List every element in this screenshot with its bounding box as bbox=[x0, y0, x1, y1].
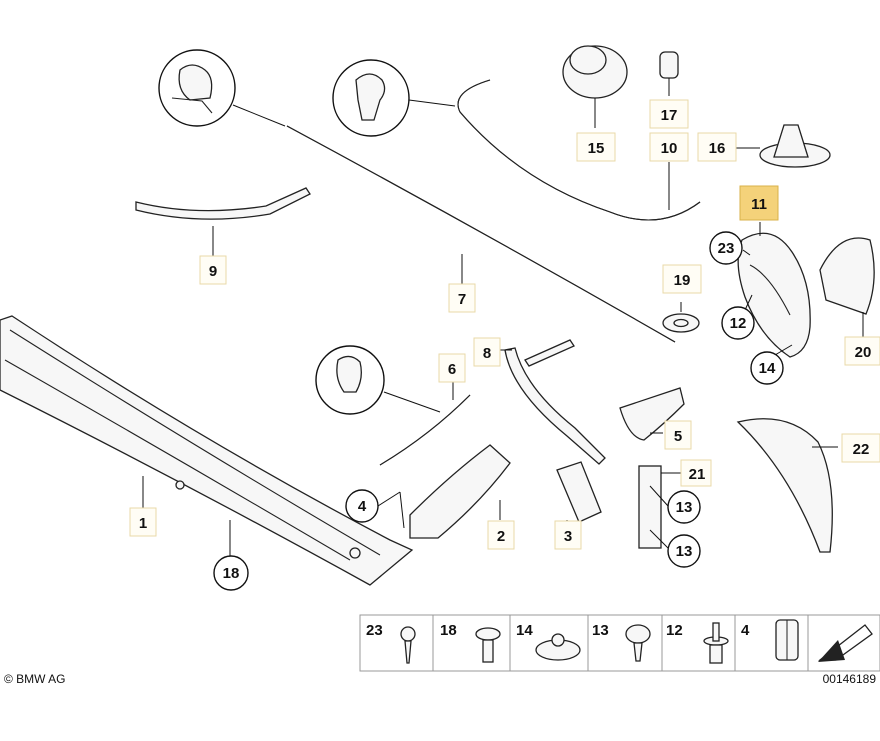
svg-text:20: 20 bbox=[855, 344, 872, 361]
svg-text:23: 23 bbox=[366, 622, 383, 639]
callout-2[interactable]: 2 bbox=[487, 520, 515, 550]
svg-text:21: 21 bbox=[689, 466, 706, 483]
svg-text:18: 18 bbox=[440, 622, 457, 639]
part-9 bbox=[135, 187, 311, 220]
callout-1[interactable]: 1 bbox=[129, 507, 157, 537]
svg-text:8: 8 bbox=[483, 345, 491, 362]
svg-text:19: 19 bbox=[674, 272, 691, 289]
svg-text:13: 13 bbox=[592, 622, 609, 639]
plate-21 bbox=[638, 465, 682, 549]
svg-text:14: 14 bbox=[759, 360, 776, 377]
svg-text:4: 4 bbox=[741, 622, 750, 639]
svg-text:7: 7 bbox=[458, 291, 466, 308]
svg-text:23: 23 bbox=[718, 240, 735, 257]
fastener-18[interactable]: 18 bbox=[440, 622, 501, 663]
callout-6[interactable]: 6 bbox=[438, 353, 466, 383]
svg-text:22: 22 bbox=[853, 441, 870, 458]
callout-22[interactable]: 22 bbox=[841, 433, 880, 463]
svg-text:2: 2 bbox=[497, 528, 505, 545]
callout-13-lower[interactable]: 13 bbox=[667, 534, 701, 568]
svg-text:3: 3 bbox=[564, 528, 572, 545]
part-3 bbox=[556, 461, 602, 525]
seal-strip-7-inner bbox=[286, 125, 676, 343]
fastener-12[interactable]: 12 bbox=[666, 622, 729, 664]
part-22 bbox=[736, 418, 838, 553]
part-8 bbox=[500, 339, 606, 465]
svg-text:4: 4 bbox=[358, 498, 367, 515]
part-2 bbox=[409, 444, 511, 539]
bracket-11 bbox=[737, 222, 811, 358]
svg-text:12: 12 bbox=[730, 315, 747, 332]
svg-text:16: 16 bbox=[709, 140, 726, 157]
svg-text:13: 13 bbox=[676, 543, 693, 560]
callout-4[interactable]: 4 bbox=[345, 489, 379, 523]
seal-6 bbox=[379, 394, 471, 466]
callout-11[interactable]: 11 bbox=[739, 185, 779, 221]
callout-5[interactable]: 5 bbox=[664, 420, 692, 450]
arrow-icon bbox=[818, 624, 873, 662]
cowl-panel-1 bbox=[0, 315, 414, 586]
svg-text:5: 5 bbox=[674, 428, 682, 445]
svg-text:15: 15 bbox=[588, 140, 605, 157]
seal-strip-7 bbox=[286, 125, 676, 343]
svg-text:12: 12 bbox=[666, 622, 683, 639]
fastener-4[interactable]: 4 bbox=[741, 619, 799, 661]
seal-detail-magnifier-6 bbox=[315, 345, 441, 415]
svg-text:6: 6 bbox=[448, 361, 456, 378]
svg-text:18: 18 bbox=[223, 565, 240, 582]
svg-text:11: 11 bbox=[751, 196, 767, 213]
cap-17 bbox=[659, 51, 679, 96]
diagram-number: 00146189 bbox=[823, 672, 877, 686]
callout-21[interactable]: 21 bbox=[680, 459, 712, 487]
grommet-15 bbox=[562, 45, 628, 128]
callout-17[interactable]: 17 bbox=[649, 99, 689, 129]
callout-3[interactable]: 3 bbox=[554, 520, 582, 550]
callout-9[interactable]: 9 bbox=[199, 255, 227, 285]
callout-15[interactable]: 15 bbox=[576, 132, 616, 162]
part-16 bbox=[735, 124, 831, 168]
callout-12[interactable]: 12 bbox=[721, 306, 755, 340]
callout-7[interactable]: 7 bbox=[448, 283, 476, 313]
callout-20[interactable]: 20 bbox=[844, 336, 880, 366]
callout-8[interactable]: 8 bbox=[473, 337, 501, 367]
callout-19[interactable]: 19 bbox=[662, 264, 702, 294]
seal-detail-magnifier-right bbox=[332, 59, 456, 137]
svg-text:10: 10 bbox=[661, 140, 678, 157]
svg-text:14: 14 bbox=[516, 622, 533, 639]
fastener-strip: 23 18 14 13 12 4 bbox=[359, 614, 880, 672]
svg-text:17: 17 bbox=[661, 107, 678, 124]
callout-13-upper[interactable]: 13 bbox=[667, 490, 701, 524]
callout-18[interactable]: 18 bbox=[213, 555, 249, 591]
callout-23[interactable]: 23 bbox=[709, 231, 743, 265]
part-20 bbox=[819, 237, 875, 338]
callout-16[interactable]: 16 bbox=[697, 132, 737, 162]
fastener-14[interactable]: 14 bbox=[516, 622, 581, 661]
seal-detail-magnifier-left bbox=[158, 49, 286, 127]
copyright-text: © BMW AG bbox=[4, 672, 66, 686]
svg-text:1: 1 bbox=[139, 515, 147, 532]
svg-text:13: 13 bbox=[676, 499, 693, 516]
callout-14[interactable]: 14 bbox=[750, 351, 784, 385]
fastener-13[interactable]: 13 bbox=[592, 622, 651, 662]
svg-text:9: 9 bbox=[209, 263, 217, 280]
washer-19 bbox=[662, 302, 700, 333]
callout-10[interactable]: 10 bbox=[649, 132, 689, 162]
fastener-23[interactable]: 23 bbox=[366, 622, 416, 664]
